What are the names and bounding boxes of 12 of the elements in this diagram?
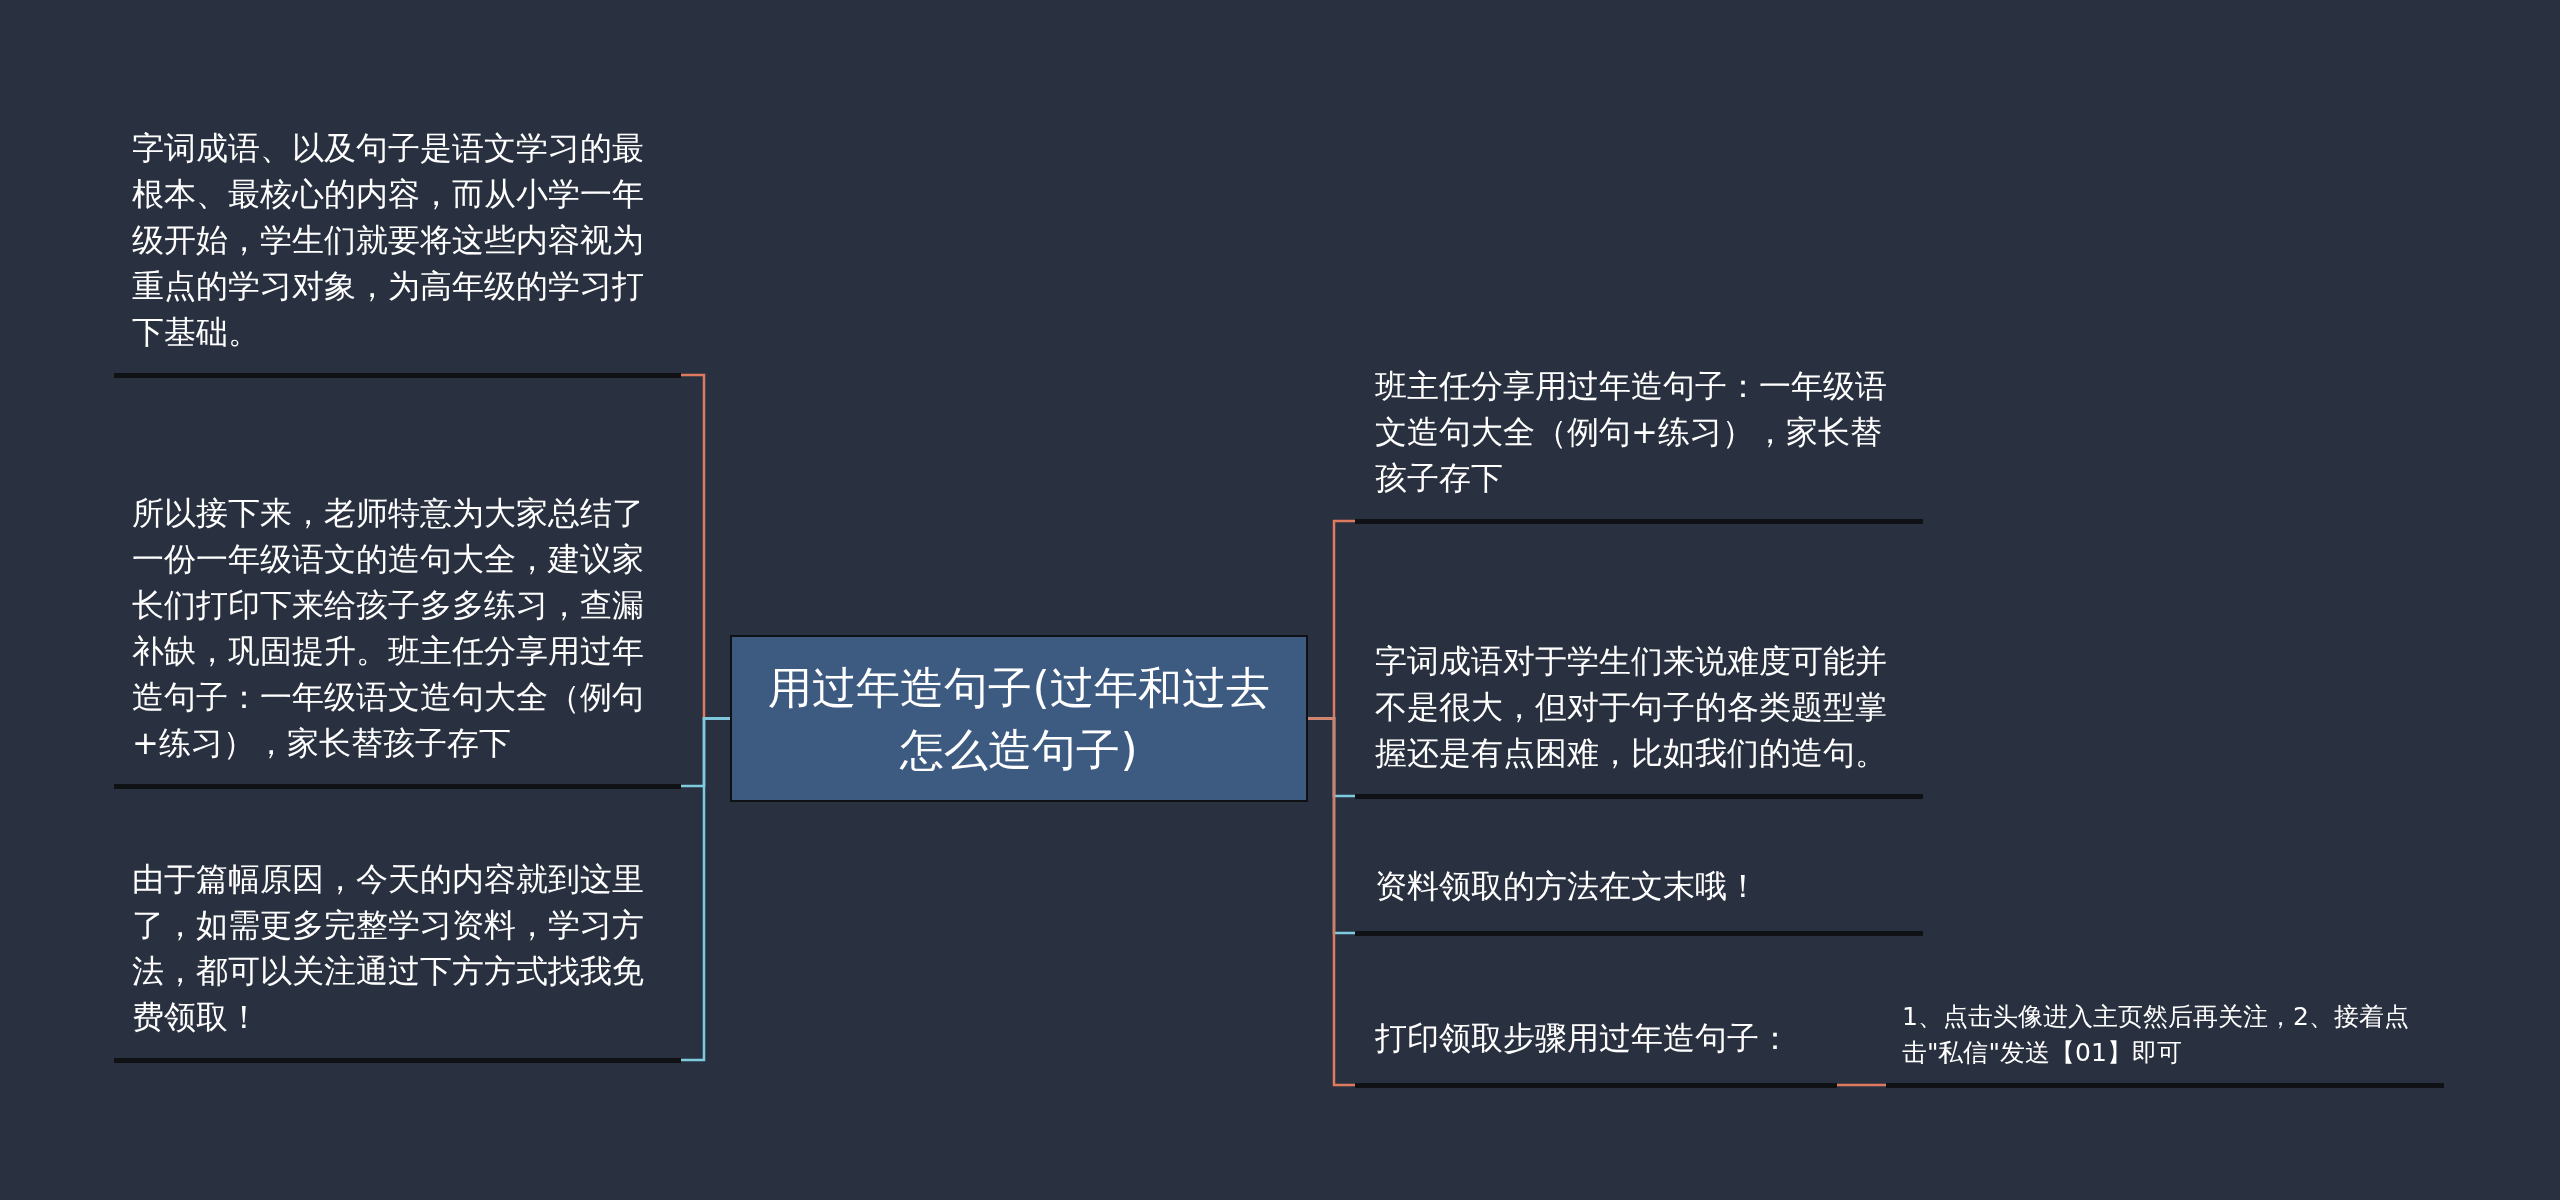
topic-card: 字词成语对于学生们来说难度可能并不是很大，但对于句子的各类题型掌握还是有点困难，比如我们的造句。 [1355, 638, 1923, 799]
topic-box: 用过年造句子(过年和过去怎么造句子) [730, 635, 1308, 802]
topic-card: 资料领取的方法在文末哦！ [1355, 863, 1923, 936]
topic-card: 字词成语、以及句子是语文学习的最根本、最核心的内容，而从小学一年级开始，学生们就要将这些内容视为重点的学习对象，为高年级的学习打下基础。 [114, 125, 681, 378]
topic-card: 1、点击头像进入主页然后再关注，2、接着点击"私信"发送【01】即可 [1886, 999, 2444, 1088]
connector-line [1837, 1083, 1886, 1087]
connector-line [1308, 717, 1355, 1087]
topic-card: 所以接下来，老师特意为大家总结了一份一年级语文的造句大全，建议家长们打印下来给孩子多多练习，查漏补缺，巩固提升。班主任分享用过年造句子：一年级语文造句大全（例句+练习），家长替孩子存下 [114, 490, 681, 789]
topic-card: 班主任分享用过年造句子：一年级语文造句大全（例句+练习），家长替孩子存下 [1355, 363, 1923, 524]
connector-line [681, 717, 730, 1062]
topic-card: 由于篇幅原因，今天的内容就到这里了，如需更多完整学习资料，学习方法，都可以关注通过下方方式找我免费领取！ [114, 856, 681, 1063]
topic-card: 打印领取步骤用过年造句子： [1355, 1015, 1837, 1088]
